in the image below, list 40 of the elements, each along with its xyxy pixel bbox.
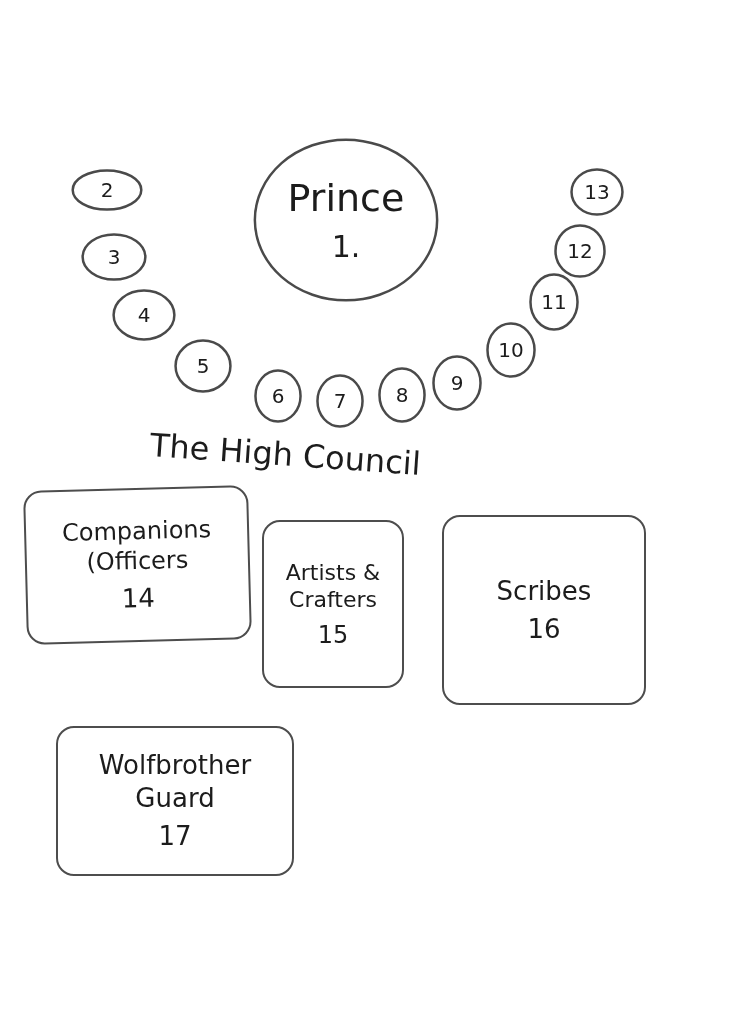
seat-number: 6 [271, 383, 285, 409]
seat-ellipse [255, 370, 301, 422]
group-number: 15 [317, 619, 349, 650]
seat-ellipse [113, 290, 175, 340]
prince-circle [253, 138, 439, 302]
seat-number: 11 [541, 289, 567, 315]
number-text: 1. [331, 228, 361, 266]
seat-number: 13 [584, 179, 610, 205]
seat-ellipse [317, 375, 363, 427]
seat-ellipse [379, 368, 425, 422]
seat-ellipse [571, 169, 623, 215]
group-number: 16 [527, 613, 561, 646]
seat-ellipse [82, 234, 146, 280]
group-name: Artists & Crafters [284, 558, 382, 614]
seat-ellipse [72, 170, 142, 210]
group-number: 14 [121, 581, 156, 615]
group-name: Companions (Officers [60, 513, 213, 579]
seat-number: 5 [196, 353, 210, 379]
group-name: Scribes [496, 574, 592, 607]
group-name: Wolfbrother Guard [97, 749, 253, 815]
seat-number: 4 [137, 302, 151, 328]
seat-ellipse [487, 323, 535, 377]
title-text: Prince [287, 174, 405, 222]
seat-number: 7 [333, 388, 347, 414]
seat-number: 10 [498, 337, 524, 363]
council-label: The High Council [148, 426, 422, 484]
seat-number: 9 [450, 370, 464, 396]
seat-number: 2 [100, 177, 114, 203]
group-box [56, 726, 294, 876]
group-box [262, 520, 404, 688]
seat-ellipse [530, 274, 578, 330]
group-box [442, 515, 646, 705]
seat-number: 12 [567, 238, 593, 264]
seat-number: 8 [395, 382, 409, 408]
seat-ellipse [175, 340, 231, 392]
seat-ellipse [555, 225, 605, 277]
seat-number: 3 [107, 244, 121, 270]
seat-ellipse [433, 356, 481, 410]
group-number: 17 [158, 820, 192, 853]
group-box [23, 485, 252, 645]
